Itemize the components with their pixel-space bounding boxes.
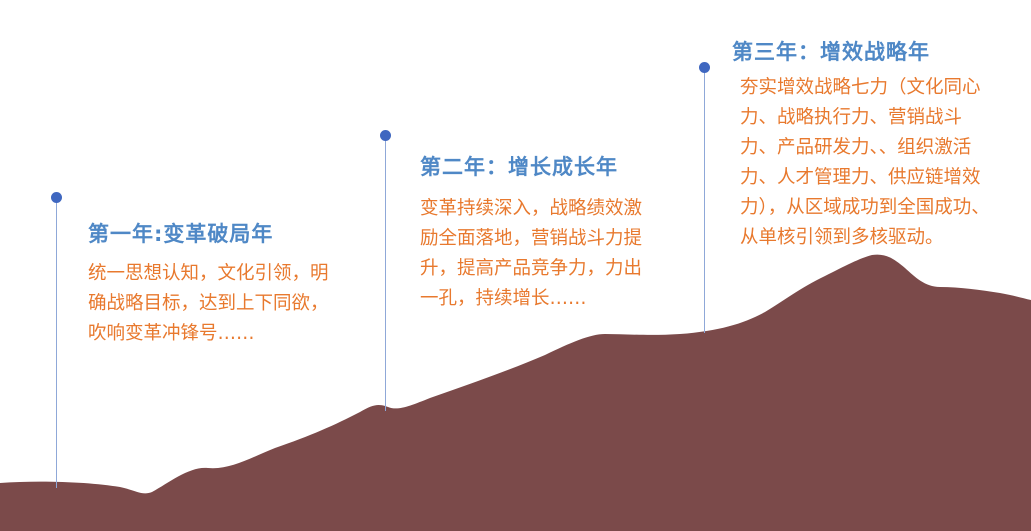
stage-3-description: 夯实增效战略七力（文化同心力、战略执行力、营销战斗力、产品研发力、、组织激活力、… (740, 77, 990, 248)
stage-3-title: 第三年：增效战略年 (732, 40, 930, 64)
stage-1-marker-dot (51, 192, 62, 203)
mountain-shape (0, 254, 1031, 531)
stage-1-connector-line (56, 198, 57, 488)
stage-2-connector-line (385, 136, 386, 411)
stage-2-description: 变革持续深入，战略绩效激励全面落地，营销战斗力提升，提高产品竞争力，力出一孔，持… (420, 198, 643, 309)
stage-3-connector-line (704, 68, 705, 333)
stage-1-title: 第一年:变革破局年 (88, 222, 274, 246)
stage-2-marker-dot (380, 130, 391, 141)
stage-1-description: 统一思想认知，文化引领，明确战略目标，达到上下同欲，吹响变革冲锋号…… (88, 263, 329, 344)
stage-2-title: 第二年：增长成长年 (420, 155, 618, 179)
stage-3-marker-dot (699, 62, 710, 73)
